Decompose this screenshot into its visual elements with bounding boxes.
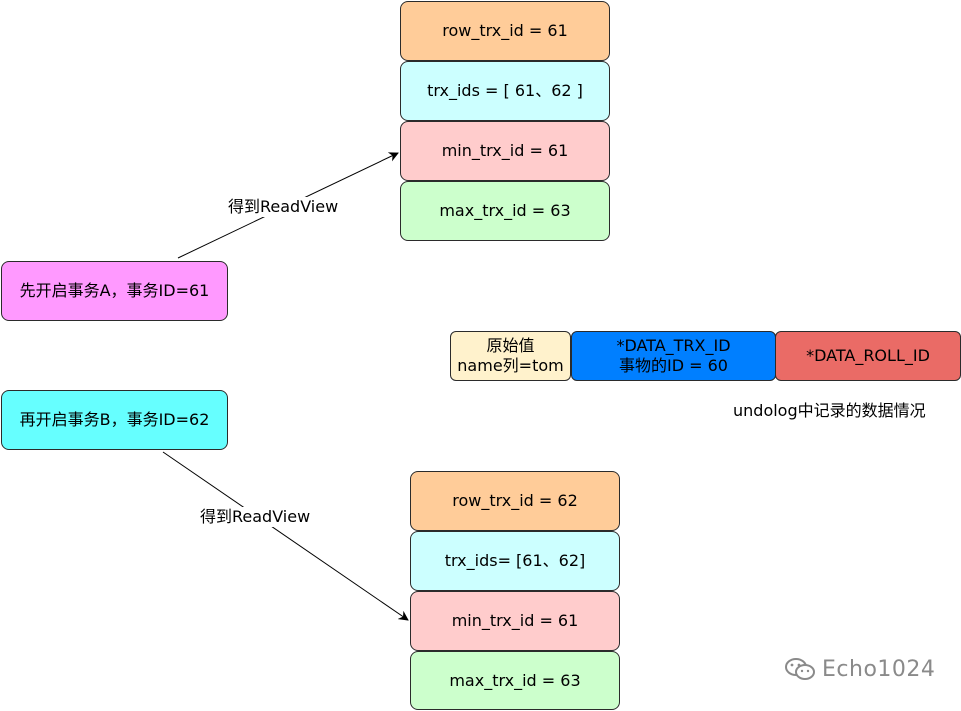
original-value-content: name列=tom	[457, 356, 564, 375]
readview-a-trx-ids: trx_ids = [ 61、62 ]	[400, 61, 610, 121]
readview-a-row-trx-id: row_trx_id = 61	[400, 1, 610, 61]
readview-b-row-trx-id: row_trx_id = 62	[410, 471, 620, 531]
readview-b-min-trx-id: min_trx_id = 61	[410, 591, 620, 651]
readview-b-max-trx-id-text: max_trx_id = 63	[449, 670, 581, 690]
undolog-caption: undolog中记录的数据情况	[733, 401, 926, 421]
original-value-cell: 原始值 name列=tom	[450, 331, 571, 381]
arrow-label-b: 得到ReadView	[200, 507, 311, 527]
wechat-icon	[785, 658, 815, 680]
readview-b-trx-ids: trx_ids= [61、62]	[410, 531, 620, 591]
data-trx-id-cell: *DATA_TRX_ID 事物的ID = 60	[571, 331, 776, 381]
readview-a-max-trx-id: max_trx_id = 63	[400, 181, 610, 241]
transaction-a-box: 先开启事务A，事务ID=61	[1, 261, 228, 321]
arrow-label-a: 得到ReadView	[228, 197, 339, 217]
readview-b-max-trx-id: max_trx_id = 63	[410, 651, 620, 710]
readview-b-min-trx-id-text: min_trx_id = 61	[451, 611, 579, 630]
original-value-title: 原始值	[486, 336, 535, 355]
arrow-b-to-readview	[162, 451, 409, 621]
data-trx-id-title: *DATA_TRX_ID	[616, 336, 731, 355]
readview-a-row-trx-id-text: row_trx_id = 61	[442, 21, 568, 40]
transaction-a-text: 先开启事务A，事务ID=61	[19, 281, 210, 300]
transaction-b-text: 再开启事务B，事务ID=62	[19, 410, 210, 429]
readview-b-trx-ids-text: trx_ids= [61、62]	[444, 551, 586, 570]
watermark-text: Echo1024	[822, 656, 936, 682]
data-roll-id-cell: *DATA_ROLL_ID	[775, 331, 961, 381]
watermark: Echo1024	[784, 656, 935, 682]
readview-a-min-trx-id-text: min_trx_id = 61	[441, 141, 569, 160]
readview-a-min-trx-id: min_trx_id = 61	[400, 121, 610, 181]
data-roll-id-text: *DATA_ROLL_ID	[806, 346, 930, 365]
readview-a-max-trx-id-text: max_trx_id = 63	[439, 201, 571, 220]
readview-a-trx-ids-text: trx_ids = [ 61、62 ]	[427, 81, 583, 100]
data-trx-id-value: 事物的ID = 60	[619, 356, 728, 375]
readview-b-row-trx-id-text: row_trx_id = 62	[452, 491, 578, 510]
transaction-b-box: 再开启事务B，事务ID=62	[1, 390, 228, 450]
